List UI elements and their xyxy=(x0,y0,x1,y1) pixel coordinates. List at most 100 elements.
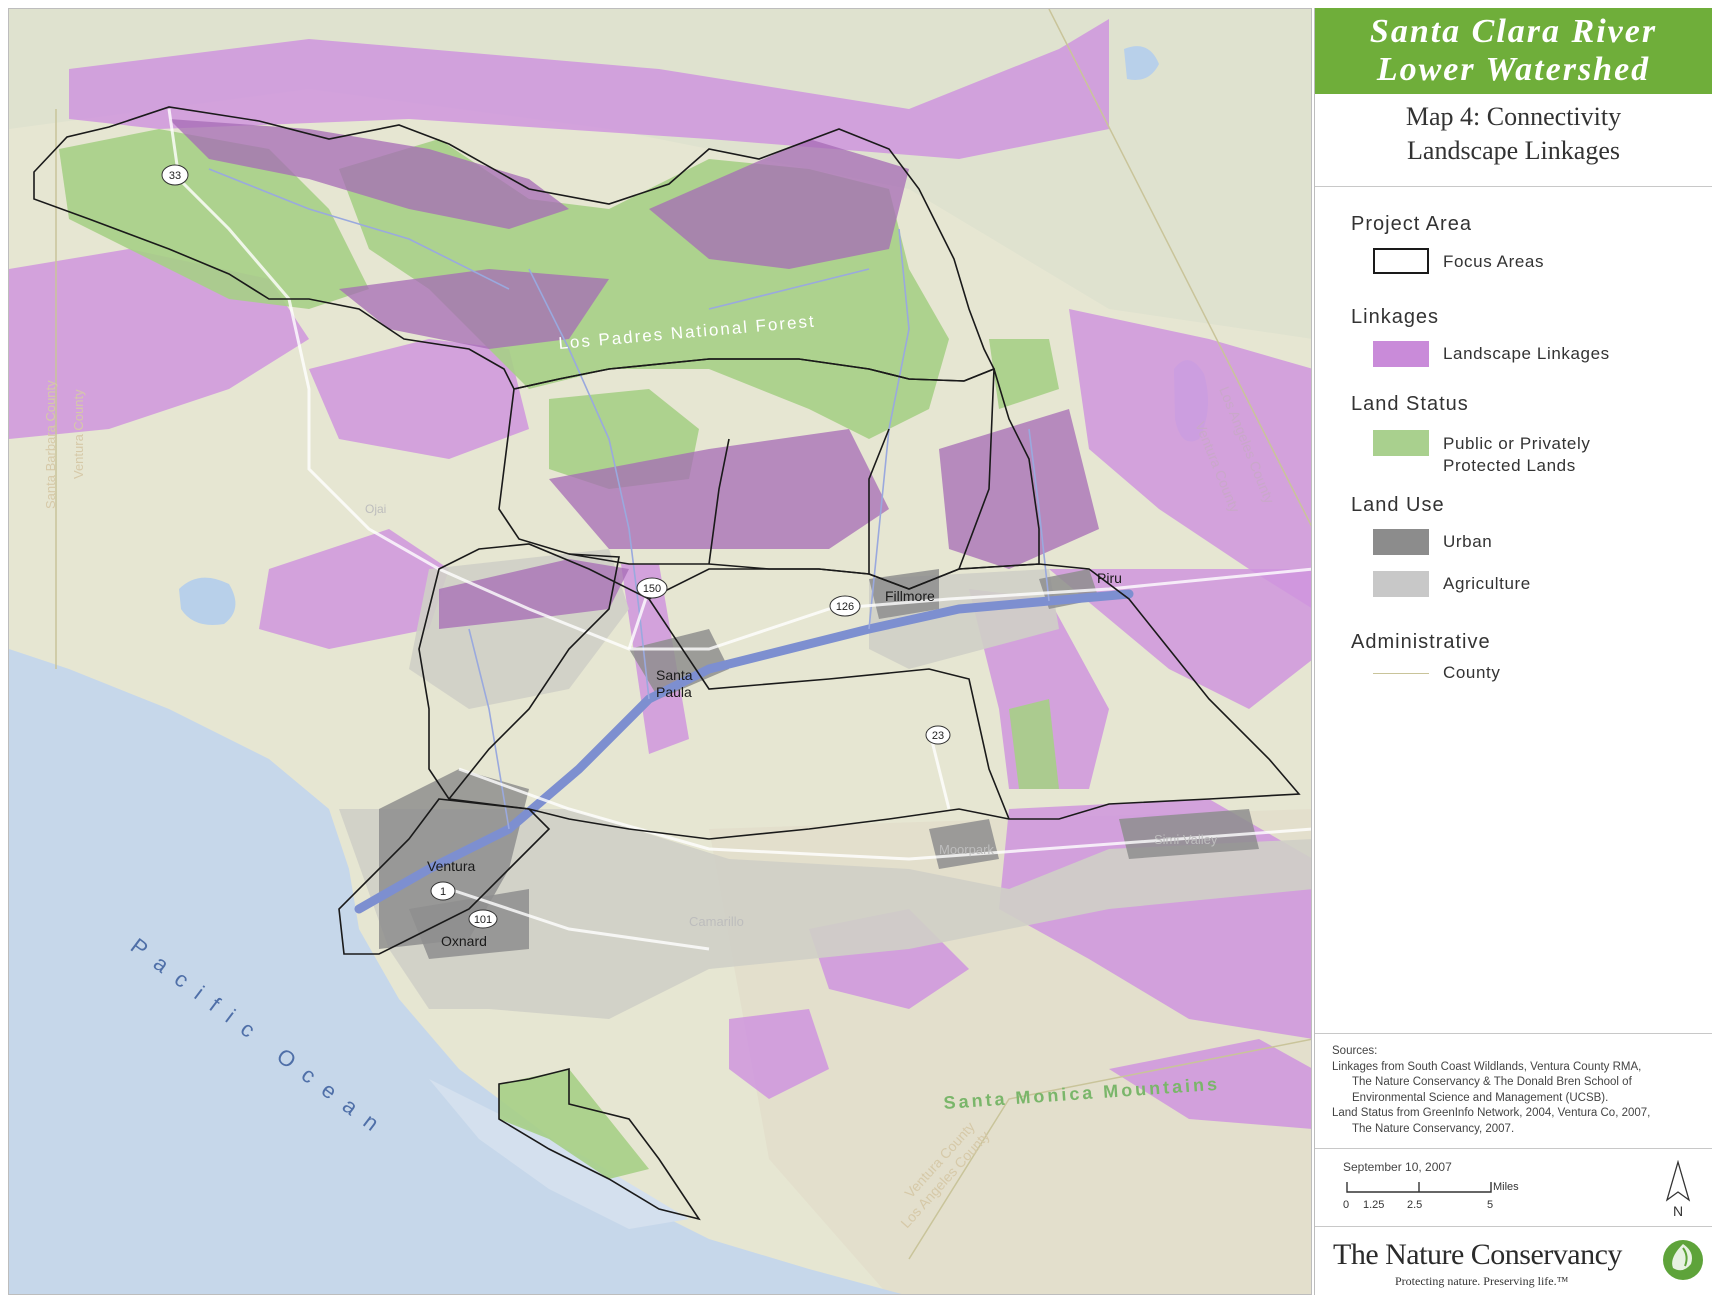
focus-area-divider-5 xyxy=(648,598,1010,820)
scale-tick-5: 5 xyxy=(1487,1199,1493,1211)
protected-east xyxy=(989,339,1059,409)
santa-paula-label-2: Paula xyxy=(656,684,692,700)
map-subtitle-line-1: Map 4: Connectivity xyxy=(1405,102,1622,131)
branding-divider xyxy=(1315,1226,1712,1227)
sources-line-4: Environmental Science and Management (UC… xyxy=(1352,1091,1609,1104)
legend-swatch-landscape-linkages xyxy=(1373,341,1429,367)
north-label: N xyxy=(1673,1203,1683,1219)
route-shield-1: 1 xyxy=(430,881,456,901)
sources-line-3: The Nature Conservancy & The Donald Bren… xyxy=(1352,1076,1632,1088)
svg-text:101: 101 xyxy=(474,914,492,926)
legend-label-protected-2: Protected Lands xyxy=(1443,456,1576,475)
scale-unit: Miles xyxy=(1493,1181,1519,1193)
north-arrow-icon: N xyxy=(1665,1160,1691,1219)
linkages-in-focus xyxy=(169,119,1099,629)
organization-tagline: Protecting nature. Preserving life.™ xyxy=(1395,1274,1569,1288)
sources-divider xyxy=(1315,1033,1712,1034)
ojai-label: Ojai xyxy=(365,502,386,516)
focus-area-divider-4 xyxy=(958,368,995,570)
urban-simi xyxy=(1119,809,1259,859)
route-shields: 33 150 126 23 1 101 xyxy=(161,164,951,929)
linkage-east xyxy=(1069,309,1311,608)
tnc-logo-icon xyxy=(1663,1240,1703,1280)
camarillo-label: Camarillo xyxy=(689,914,744,929)
lake-casitas xyxy=(179,577,236,625)
agriculture-oxnard-plain xyxy=(339,809,1311,1019)
sources-line-1: Sources: xyxy=(1332,1045,1378,1057)
sources-line-2: Linkages from South Coast Wildlands, Ven… xyxy=(1332,1060,1642,1073)
map-title-line-1: Santa Clara River xyxy=(1369,13,1658,50)
santa-clara-river xyxy=(354,589,1134,914)
moorpark-label: Moorpark xyxy=(939,842,994,857)
lake-north xyxy=(1124,46,1159,80)
scale-tick-2-5: 2.5 xyxy=(1407,1199,1422,1211)
legend-heading-linkages: Linkages xyxy=(1351,306,1440,328)
linkage-ridge-2 xyxy=(339,269,609,349)
legend-swatch-protected-lands xyxy=(1373,430,1429,456)
title-box: Santa Clara River Lower Watershed xyxy=(1315,8,1712,94)
legend-swatch-agriculture xyxy=(1373,571,1429,597)
route-shield-33: 33 xyxy=(161,164,189,186)
svg-text:23: 23 xyxy=(932,730,944,742)
santa-paula-label-1: Santa xyxy=(656,667,693,683)
road-150 xyxy=(627,588,651,650)
ocean xyxy=(9,649,902,1294)
county-line-east xyxy=(1048,9,1311,527)
focus-area-lower xyxy=(418,543,1301,840)
linkage-ridge-3 xyxy=(649,139,909,269)
focus-area-ventura xyxy=(338,798,551,955)
linkage-mountains-west xyxy=(729,1009,829,1099)
urban-fillmore xyxy=(869,569,939,619)
map-subtitle-line-2: Landscape Linkages xyxy=(1407,136,1620,165)
map-title-line-2: Lower Watershed xyxy=(1376,51,1651,88)
legend-heading-land-use: Land Use xyxy=(1351,494,1445,516)
svg-text:126: 126 xyxy=(836,601,854,613)
santa-barbara-county-label: Santa Barbara County xyxy=(43,380,58,509)
legend-swatch-urban xyxy=(1373,529,1429,555)
road-101 xyxy=(448,887,710,951)
focus-area-divider-1 xyxy=(448,553,620,800)
protected-piru-south xyxy=(1009,699,1059,789)
subtitle-box: Map 4: Connectivity Landscape Linkages xyxy=(1315,100,1712,187)
focus-area-divider-2 xyxy=(708,438,730,565)
ventura-label: Ventura xyxy=(427,858,475,874)
county-line-south xyxy=(908,1038,1311,1260)
legend-heading-administrative: Administrative xyxy=(1351,631,1491,653)
linkage-ridge-6 xyxy=(439,559,629,629)
scale-bar: 0 1.25 2.5 5 Miles xyxy=(1343,1181,1519,1211)
svg-text:1: 1 xyxy=(440,886,446,898)
urban-areas xyxy=(379,569,1259,959)
legend-label-protected-1: Public or Privately xyxy=(1443,434,1591,453)
legend-label-county: County xyxy=(1443,663,1501,682)
route-shield-126: 126 xyxy=(829,595,861,617)
linkage-ojai-south xyxy=(259,529,449,649)
svg-text:150: 150 xyxy=(643,583,661,595)
linkage-ridge-5 xyxy=(939,409,1099,569)
focus-areas xyxy=(33,106,1301,1221)
road-118 xyxy=(458,767,1311,861)
legend-label-agriculture: Agriculture xyxy=(1443,574,1531,593)
date-divider xyxy=(1315,1148,1712,1149)
legend-label-landscape-linkages: Landscape Linkages xyxy=(1443,344,1610,363)
map-svg: 33 150 126 23 1 101 Los Padres National … xyxy=(9,9,1311,1294)
focus-area-divider-3 xyxy=(868,428,890,574)
legend-label-urban: Urban xyxy=(1443,532,1493,551)
oxnard-label: Oxnard xyxy=(441,933,487,949)
sources-line-5: Land Status from GreenInfo Network, 2004… xyxy=(1332,1107,1651,1119)
route-shield-150: 150 xyxy=(636,577,668,599)
linkage-ridge-1 xyxy=(169,119,569,229)
ventura-county-west-label: Ventura County xyxy=(71,389,86,479)
svg-text:33: 33 xyxy=(169,170,181,182)
linkage-ojai-north xyxy=(309,339,529,459)
organization-name: The Nature Conservancy xyxy=(1333,1238,1622,1271)
sources-block: Sources: Linkages from South Coast Wildl… xyxy=(1332,1044,1704,1137)
piru-label: Piru xyxy=(1097,570,1122,586)
route-shield-23: 23 xyxy=(925,725,951,745)
protected-point-mugu xyxy=(499,1069,649,1179)
legend-heading-project-area: Project Area xyxy=(1351,213,1472,235)
sources-line-6: The Nature Conservancy, 2007. xyxy=(1352,1122,1515,1135)
map-canvas: 33 150 126 23 1 101 Los Padres National … xyxy=(8,8,1312,1295)
map-date: September 10, 2007 xyxy=(1343,1160,1452,1174)
legend-swatch-focus-areas xyxy=(1373,248,1429,274)
legend-panel: Santa Clara River Lower Watershed Map 4:… xyxy=(1314,8,1712,1295)
